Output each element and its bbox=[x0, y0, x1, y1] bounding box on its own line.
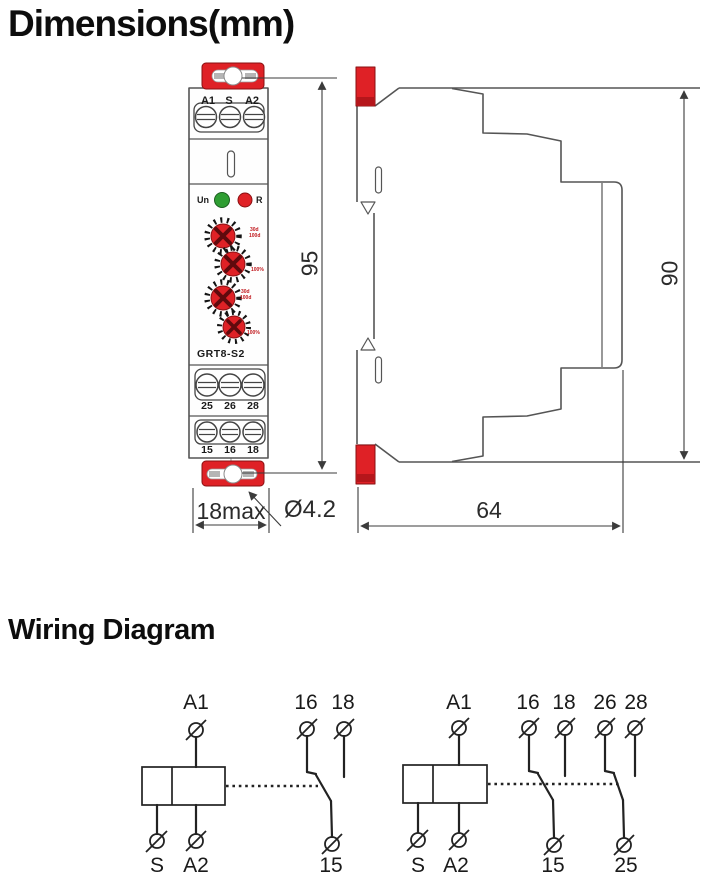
wiring-left-label-s: S bbox=[149, 854, 164, 877]
wiring-right-label-28: 28 bbox=[624, 691, 648, 714]
bottom-clip bbox=[201, 460, 265, 487]
wiring-right-label-16: 16 bbox=[516, 691, 540, 714]
middle-terminal-screws bbox=[194, 368, 266, 401]
wiring-left-label-a2: A2 bbox=[183, 854, 209, 877]
wiring-left-label-15: 15 bbox=[319, 854, 343, 877]
side-dimension-lines bbox=[357, 90, 689, 533]
power-led bbox=[214, 192, 230, 208]
dimension-width: 18max bbox=[196, 498, 266, 524]
front-terminal-label-a1: A1 bbox=[200, 95, 216, 107]
front-view-drawing bbox=[188, 62, 269, 487]
side-bottom-clip bbox=[355, 444, 376, 485]
dial1-scale-b: 100d bbox=[249, 233, 261, 239]
relay-led-label: R bbox=[256, 195, 263, 205]
relay-led bbox=[237, 192, 253, 208]
dimension-front-height: 95 bbox=[296, 250, 323, 277]
dial4-scale: 100% bbox=[247, 330, 260, 336]
wiring-diagram-left bbox=[141, 718, 355, 855]
wiring-right-label-26: 26 bbox=[593, 691, 617, 714]
wiring-right-label-s: S bbox=[410, 854, 425, 877]
side-view-drawing bbox=[355, 66, 700, 485]
dimension-hole-diameter: Ø4.2 bbox=[284, 496, 337, 523]
dimension-depth: 64 bbox=[476, 497, 502, 523]
wiring-left-label-16: 16 bbox=[294, 691, 318, 714]
front-terminal-label-26: 26 bbox=[224, 400, 236, 412]
dimension-side-height: 90 bbox=[656, 260, 683, 287]
dial-3 bbox=[204, 279, 242, 317]
dial2-scale: 100% bbox=[251, 267, 264, 273]
wiring-title: Wiring Diagram bbox=[8, 614, 216, 646]
power-led-label: Un bbox=[197, 195, 209, 205]
wiring-left-label-18: 18 bbox=[331, 691, 355, 714]
front-dimension-lines bbox=[192, 77, 337, 533]
side-top-clip bbox=[355, 66, 376, 107]
wiring-diagram-right bbox=[402, 717, 646, 856]
wiring-left-label-a1: A1 bbox=[183, 691, 209, 714]
wiring-right-label-15: 15 bbox=[541, 854, 565, 877]
front-terminal-label-16: 16 bbox=[224, 444, 236, 456]
top-terminal-screws bbox=[193, 102, 266, 133]
bottom-terminal-screws bbox=[194, 419, 266, 445]
dial1-scale-a: 30d bbox=[250, 227, 259, 233]
top-clip bbox=[201, 62, 265, 90]
wiring-right-label-18: 18 bbox=[552, 691, 576, 714]
wiring-right-label-25: 25 bbox=[614, 854, 638, 877]
wiring-right-label-a2: A2 bbox=[443, 854, 469, 877]
wiring-right-label-a1: A1 bbox=[446, 691, 472, 714]
rotary-dials[interactable] bbox=[204, 217, 252, 344]
dial-1 bbox=[204, 217, 242, 255]
dial3-scale-b: 100d bbox=[240, 295, 252, 301]
dial-4 bbox=[217, 310, 251, 344]
dimensions-title: Dimensions(mm) bbox=[8, 3, 295, 44]
front-terminal-label-18: 18 bbox=[247, 444, 259, 456]
dial-2 bbox=[214, 245, 252, 283]
front-terminal-label-28: 28 bbox=[247, 400, 259, 412]
front-terminal-label-a2: A2 bbox=[244, 95, 260, 107]
front-terminal-label-s: S bbox=[225, 95, 233, 107]
model-label: GRT8-S2 bbox=[197, 348, 245, 360]
dial3-scale-a: 30d bbox=[241, 289, 250, 295]
front-terminal-label-25: 25 bbox=[201, 400, 213, 412]
front-terminal-label-15: 15 bbox=[201, 444, 213, 456]
